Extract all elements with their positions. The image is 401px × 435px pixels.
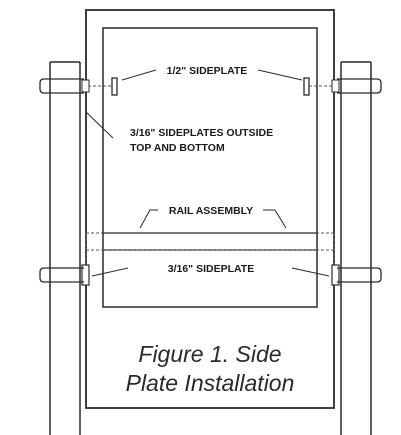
sideplates-outside-label-line1: 3/16" SIDEPLATES OUTSIDE: [130, 127, 273, 139]
rail-assembly-leaders: [139, 209, 287, 229]
half-sideplate-label: 1/2" SIDEPLATE: [167, 65, 248, 77]
half-sideplate-left: [81, 77, 118, 96]
right-post: [340, 61, 372, 435]
bottom-left-sideplate: [39, 264, 90, 286]
half-sideplate-right: [303, 77, 340, 96]
sign-frame: [85, 9, 335, 409]
figure-caption-line1: Figure 1. Side: [138, 341, 281, 367]
sideplates-outside-label-line2: TOP AND BOTTOM: [130, 142, 225, 154]
top-left-clamp: [39, 78, 84, 94]
left-post: [49, 61, 81, 435]
sideplate-3-16-label: 3/16" SIDEPLATE: [168, 263, 254, 275]
rail-assembly-label: RAIL ASSEMBLY: [169, 205, 253, 217]
sideplate-3-16-leaders: [91, 267, 330, 277]
half-sideplate-leaders: [121, 69, 303, 81]
figure-caption-line2: Plate Installation: [126, 370, 295, 396]
top-right-clamp: [337, 78, 382, 94]
rail-assembly: [85, 232, 335, 272]
sideplates-outside-leader: [85, 100, 114, 139]
bottom-right-sideplate: [331, 264, 382, 286]
